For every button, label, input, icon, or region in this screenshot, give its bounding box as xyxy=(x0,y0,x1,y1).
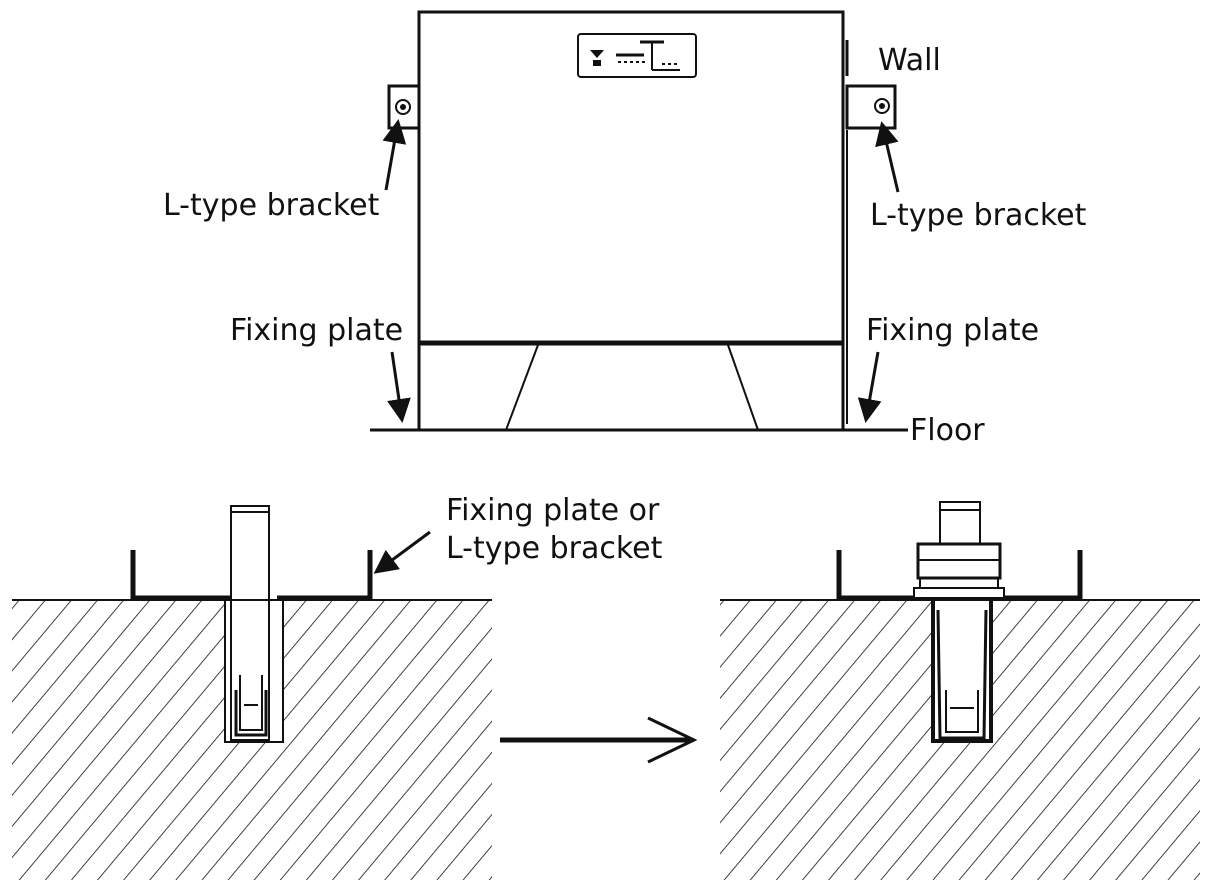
cabinet-base xyxy=(417,340,845,431)
nut-and-washer xyxy=(913,501,1005,599)
fixing-plate-left-arrow xyxy=(387,351,411,423)
bracket-right-arrow xyxy=(875,121,900,193)
wall-label: Wall xyxy=(878,43,941,78)
anchor-bolt-right xyxy=(933,600,991,741)
fixing-plate-right-label: Fixing plate xyxy=(866,313,1039,348)
anchor-detail-before: Fixing plate or L-type bracket xyxy=(12,493,663,880)
anchor-detail-after xyxy=(720,501,1200,880)
ground-hatch-right xyxy=(720,600,1200,880)
bracket-left-label: L-type bracket xyxy=(163,188,380,223)
floor-label: Floor xyxy=(910,413,985,448)
bracket-right-label: L-type bracket xyxy=(870,198,1087,233)
fixing-plate-right-arrow xyxy=(857,351,882,423)
detail-label-line1: Fixing plate or xyxy=(446,493,660,528)
transition-arrow-icon xyxy=(500,716,698,764)
fixing-plate-right-detail xyxy=(836,550,1083,601)
detail-arrow xyxy=(373,530,431,574)
anchor-bolt-left xyxy=(230,505,270,741)
bracket-left-arrow xyxy=(382,119,407,191)
fixing-plate-left-detail xyxy=(130,550,373,601)
ground-hatch-left xyxy=(12,600,492,880)
front-view: Wall L-type bracket L-type bracket Fixin… xyxy=(163,10,1087,448)
fixing-plate-left-label: Fixing plate xyxy=(230,313,403,348)
detail-label-line2: L-type bracket xyxy=(446,531,663,566)
nameplate-icon xyxy=(577,33,697,78)
l-bracket-left xyxy=(387,84,421,130)
l-bracket-right xyxy=(845,84,897,130)
